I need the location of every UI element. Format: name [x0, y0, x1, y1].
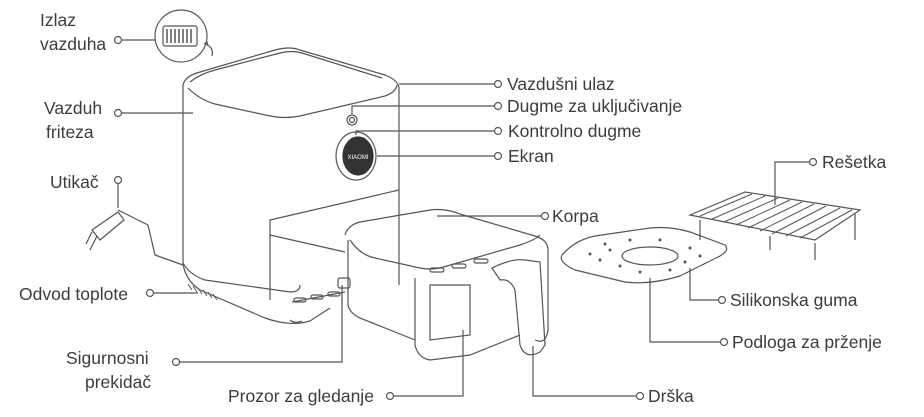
rack-drawing: [687, 191, 862, 260]
label-air-outlet-line1: Izlaz: [40, 10, 76, 30]
plug-drawing: [85, 209, 184, 266]
label-silicone-rubber: Silikonska guma: [730, 290, 858, 310]
frying-plate-drawing: [560, 226, 728, 284]
label-handle: Drška: [648, 386, 694, 406]
label-air-inlet: Vazdušni ulaz: [507, 74, 615, 94]
label-frying-plate: Podloga za prženje: [732, 332, 882, 352]
label-safety-switch-line1: Sigurnosni: [66, 348, 149, 368]
label-basket: Korpa: [552, 206, 599, 226]
label-safety-switch-line2: prekidač: [85, 372, 152, 392]
label-air-fryer-line1: Vazduh: [44, 98, 103, 118]
label-display: Ekran: [508, 146, 554, 166]
label-heat-vent: Odvod toplote: [19, 284, 128, 304]
leader-lines: [113, 35, 818, 401]
label-plug: Utikač: [50, 172, 99, 192]
label-control-knob: Kontrolno dugme: [508, 121, 642, 141]
label-power-button: Dugme za uključivanje: [507, 96, 683, 116]
label-rack: Rešetka: [822, 152, 887, 172]
basket-drawing: [337, 208, 549, 361]
fryer-body: XIAOMI: [182, 47, 400, 324]
display-logo: XIAOMI: [347, 155, 368, 161]
label-air-fryer-line2: friteza: [46, 122, 94, 142]
label-air-outlet-line2: vazduha: [40, 34, 107, 54]
air-outlet-inset: [154, 9, 213, 63]
label-viewing-window: Prozor za gledanje: [228, 386, 374, 406]
